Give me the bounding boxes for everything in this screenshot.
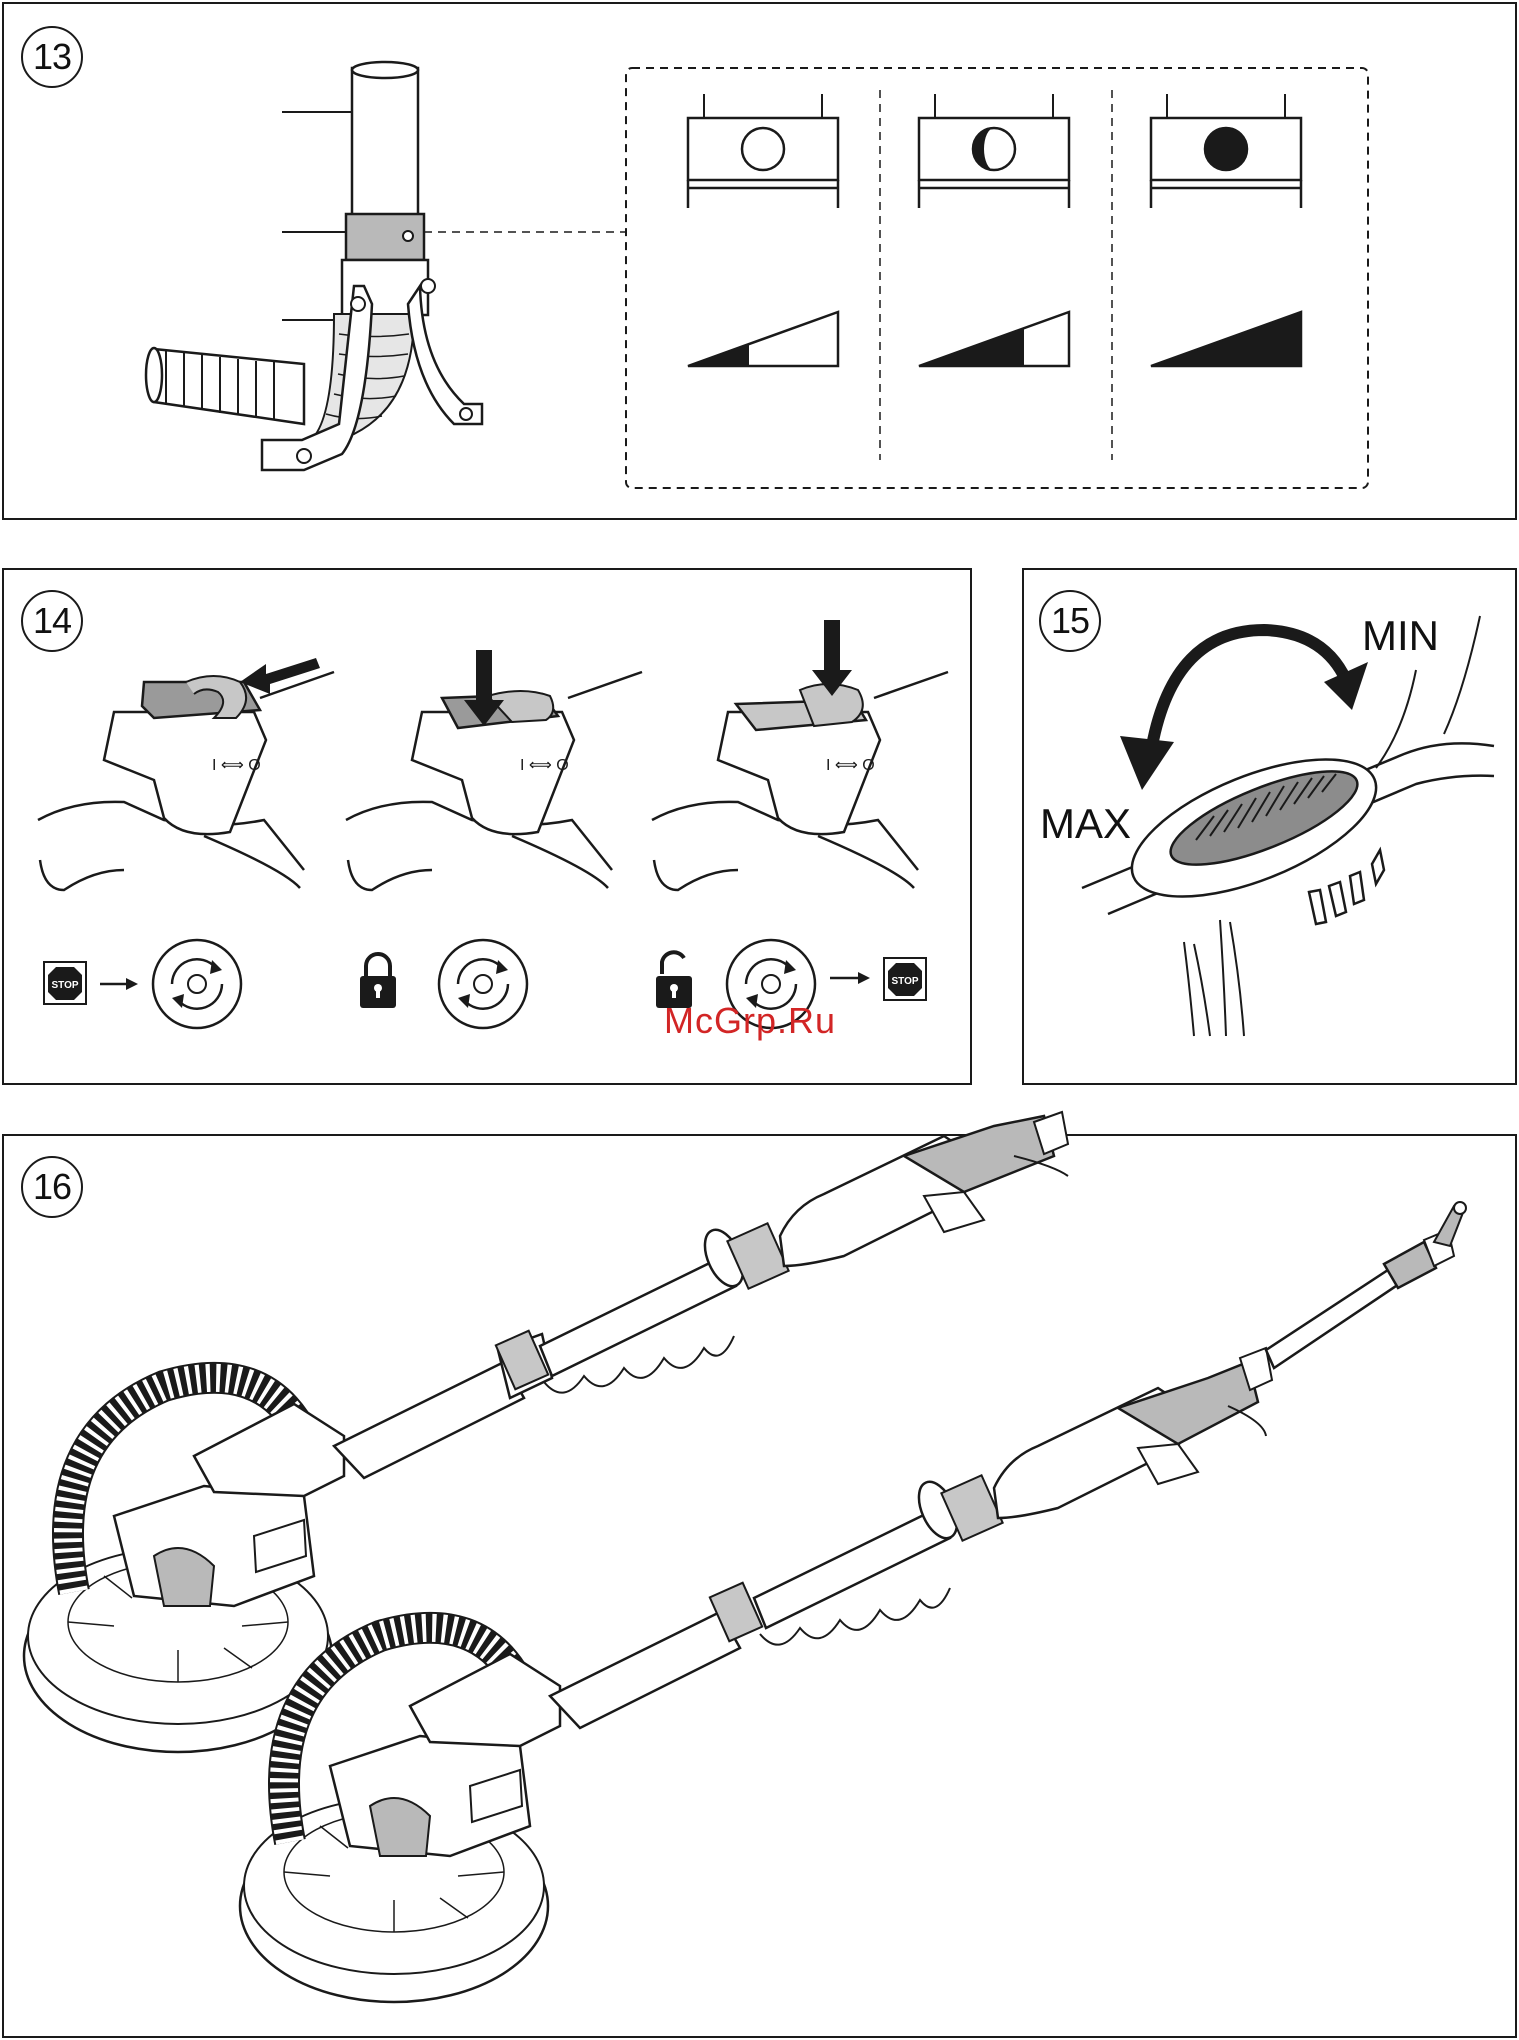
svg-text:STOP: STOP xyxy=(891,976,918,987)
airflow-setting-open xyxy=(688,94,838,366)
stop-icon: STOP xyxy=(44,962,86,1004)
speed-dial-illustration xyxy=(1024,570,1519,1087)
watermark: McGrp.Ru xyxy=(664,1000,836,1042)
stop-icon: STOP xyxy=(884,958,926,1000)
panel-13: 13 xyxy=(2,2,1517,520)
panel-16: 16 xyxy=(2,1134,1517,2038)
svg-text:STOP: STOP xyxy=(51,980,78,991)
lock-variant-press: I ⟺ O xyxy=(38,658,334,890)
panel-14: 14 I ⟺ O I ⟺ O xyxy=(2,568,972,1085)
airflow-settings-diagram xyxy=(4,4,1519,522)
lock-variant-locked: I ⟺ O xyxy=(346,650,642,890)
svg-text:I ⟺ O: I ⟺ O xyxy=(212,757,261,774)
panel-15: 15 MIN MAX xyxy=(1022,568,1517,1085)
lock-closed-icon xyxy=(360,954,396,1008)
airflow-setting-half xyxy=(919,94,1069,366)
airflow-setting-closed xyxy=(1151,94,1301,366)
lock-variant-unlock: I ⟺ O xyxy=(652,620,948,890)
sander-extended xyxy=(240,1202,1466,2002)
rotation-icon xyxy=(153,940,241,1028)
svg-text:I ⟺ O: I ⟺ O xyxy=(826,757,875,774)
filled-circle-icon xyxy=(1205,128,1247,170)
sander-short xyxy=(24,1112,1068,1752)
double-arrow-icon xyxy=(1152,630,1346,746)
open-circle-icon xyxy=(742,128,784,170)
svg-text:I ⟺ O: I ⟺ O xyxy=(520,757,569,774)
sander-extension-illustration xyxy=(4,1136,1519,2040)
rotation-icon xyxy=(439,940,527,1028)
